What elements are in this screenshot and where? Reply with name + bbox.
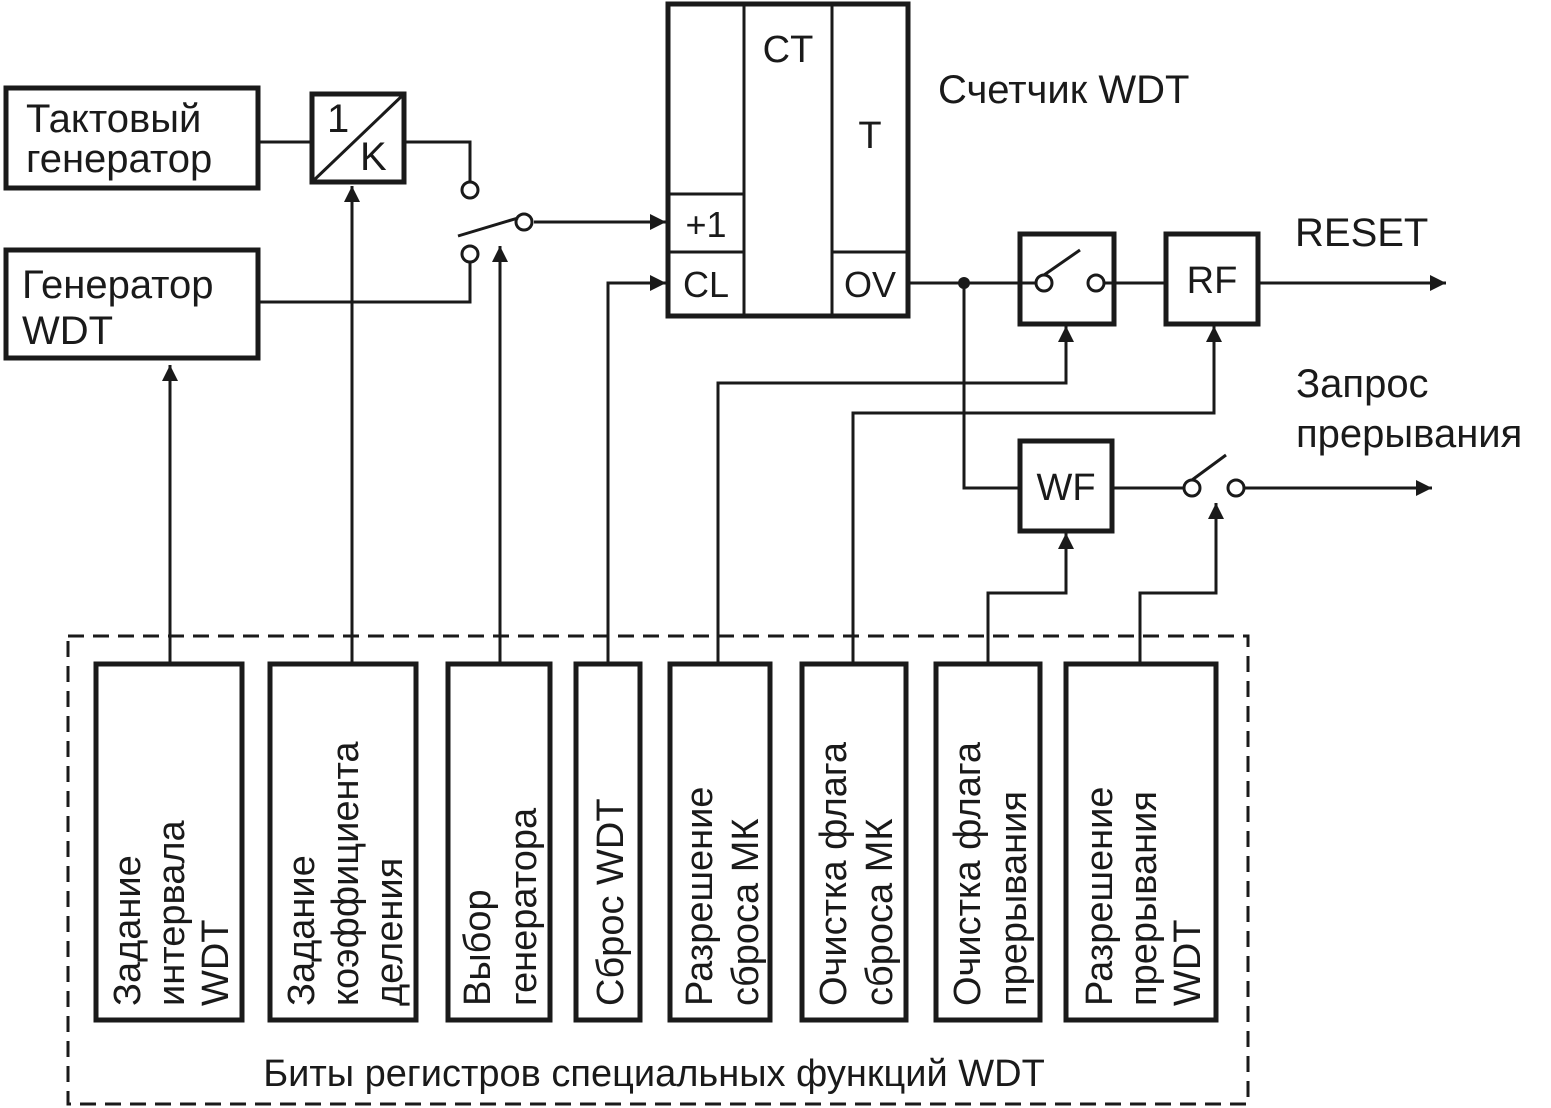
wf-label: WF [1036, 467, 1095, 509]
register-bit-interval-line2: интервала [151, 819, 193, 1006]
clock-generator: Тактовый генератор [3, 85, 261, 191]
counter-t-label: T [858, 115, 881, 157]
register-bit-mcu-reset-enable: Разрешение сброса МК [667, 661, 773, 1023]
wdt-generator-label-line1: Генератор [22, 263, 214, 307]
reset-enable-switch [1017, 231, 1117, 327]
register-bit-irq-enable-line2: прерывания [1123, 791, 1165, 1006]
divider-denominator: K [360, 135, 387, 179]
counter-ov-label: OV [844, 264, 896, 305]
register-bit-irq-enable: Разрешение прерывания WDT [1063, 661, 1219, 1023]
register-bit-mcu-reset-clear: Очистка флага сброса МК [799, 661, 909, 1023]
reset-output-label: RESET [1295, 211, 1428, 255]
register-bit-gen-select-line1: Выбор [457, 889, 499, 1006]
irq-output-label-line1: Запрос [1296, 362, 1429, 406]
register-bit-irq-clear-line1: Очистка флага [947, 741, 989, 1006]
register-bits-frame [66, 634, 1250, 1106]
register-bit-divider-line2: коэффициента [325, 741, 367, 1006]
register-bit-interval: Задание интервала WDT [93, 661, 245, 1023]
register-bit-irq-enable-line1: Разрешение [1079, 787, 1121, 1006]
register-bit-irq-clear-line2: прерывания [993, 791, 1035, 1006]
register-bit-gen-select: Выбор генератора [445, 661, 553, 1023]
divider-numerator: 1 [327, 97, 349, 141]
rf-flag: RF [1163, 231, 1261, 327]
wdt-generator-label-line2: WDT [22, 309, 113, 353]
irq-output-label-line2: прерывания [1296, 412, 1522, 456]
counter-ct-label: CT [763, 29, 814, 71]
register-bit-irq-clear: Очистка флага прерывания [933, 661, 1043, 1023]
register-bit-gen-select-line2: генератора [503, 807, 545, 1006]
register-bit-interval-line1: Задание [107, 855, 149, 1006]
register-bit-interval-line3: WDT [195, 919, 237, 1006]
clock-generator-label-line2: генератор [26, 137, 212, 181]
register-bit-mcu-reset-enable-line1: Разрешение [679, 787, 721, 1006]
frequency-divider: 1 K [309, 91, 407, 185]
clock-generator-label-line1: Тактовый [26, 97, 201, 141]
wires [162, 140, 1446, 662]
wf-flag: WF [1017, 438, 1115, 534]
register-bit-wdt-reset: Сброс WDT [573, 661, 643, 1023]
register-bit-mcu-reset-clear-line2: сброса МК [859, 818, 901, 1006]
register-bit-wdt-reset-line1: Сброс WDT [590, 798, 632, 1006]
counter-cl-label: CL [683, 264, 729, 305]
generator-selector-switch [457, 180, 534, 264]
counter-inc-label: +1 [685, 204, 726, 245]
register-bits-caption: Биты регистров специальных функций WDT [263, 1053, 1045, 1095]
wdt-counter: CT T +1 CL OV [665, 1, 911, 319]
wdt-generator: Генератор WDT [3, 247, 261, 361]
interrupt-enable-switch [1182, 453, 1246, 498]
register-bit-mcu-reset-clear-line1: Очистка флага [813, 741, 855, 1006]
junction-dot [958, 277, 970, 289]
register-bit-divider-line1: Задание [281, 855, 323, 1006]
rf-label: RF [1187, 260, 1238, 302]
register-bit-irq-enable-line3: WDT [1167, 919, 1209, 1006]
register-bit-divider: Задание коэффициента деления [267, 661, 419, 1023]
counter-caption: Счетчик WDT [938, 68, 1189, 112]
register-bit-mcu-reset-enable-line2: сброса МК [725, 818, 767, 1006]
register-bit-divider-line3: деления [369, 858, 411, 1006]
